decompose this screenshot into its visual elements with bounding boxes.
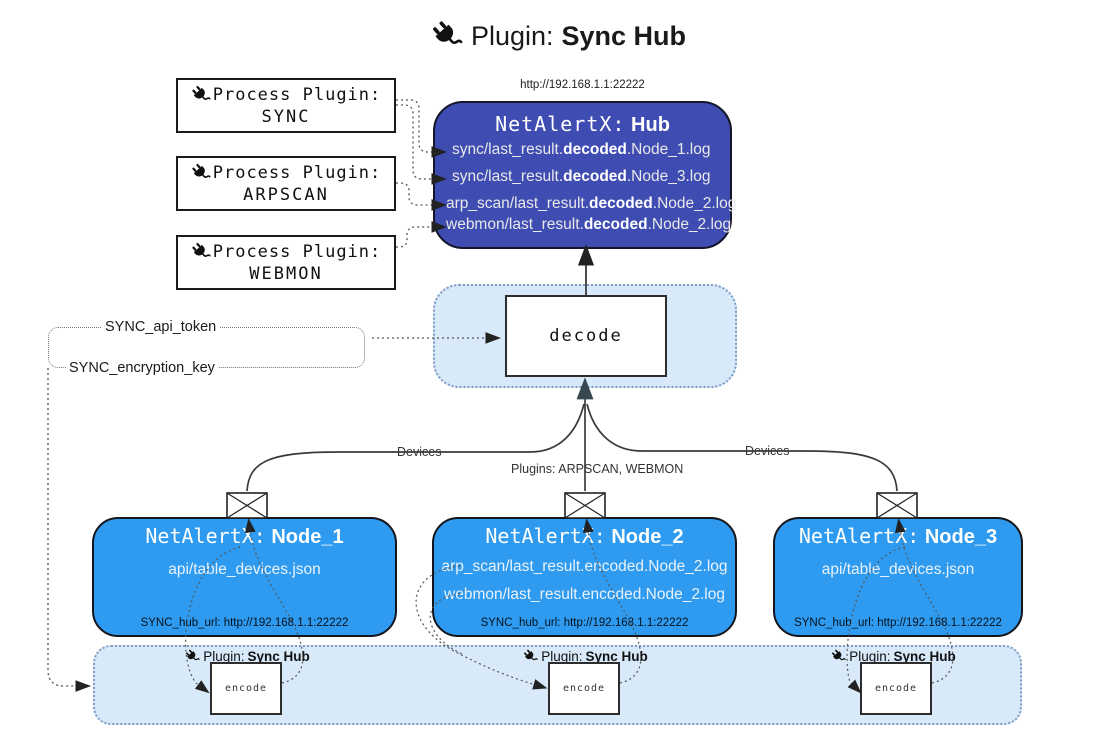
encode-box: encode [210, 662, 282, 715]
node3-title: NetAlertX: Node_3 [798, 524, 998, 548]
node3-file: api/table_devices.json [821, 561, 975, 578]
process-plugin-name: SYNC [261, 107, 311, 127]
hub-title: NetAlertX: Hub [433, 112, 732, 138]
edge-webmon-to-log4 [396, 221, 447, 248]
hub-log-line: sync/last_result.decoded.Node_3.log [452, 168, 711, 185]
node1-file: api/table_devices.json [168, 561, 321, 578]
encode-box: encode [548, 662, 620, 715]
edge-label-devices-left: Devices [394, 445, 445, 459]
hub-url-label: http://192.168.1.1:22222 [520, 79, 645, 91]
node1-hub-url: SYNC_hub_url: http://192.168.1.1:22222 [140, 617, 349, 629]
node3-hub-url: SYNC_hub_url: http://192.168.1.1:22222 [794, 617, 1002, 629]
hub-box [433, 101, 732, 249]
plug-icon [431, 20, 463, 52]
process-plugin-label: Process Plugin: [212, 163, 382, 183]
edge-label-plugins: Plugins: ARPSCAN, WEBMON [508, 462, 687, 476]
title-prefix: Plugin: [470, 20, 554, 51]
process-plugin-label: Process Plugin: [212, 242, 382, 262]
sync-encryption-key-label: SYNC_encryption_key [66, 360, 218, 376]
decode-box: decode [505, 295, 667, 377]
envelope-icon [226, 492, 268, 519]
node1-box [92, 517, 397, 637]
hub-log-line: webmon/last_result.decoded.Node_2.log [446, 216, 732, 233]
node2-title: NetAlertX: Node_2 [485, 524, 684, 548]
node1-title: NetAlertX: Node_1 [145, 524, 344, 548]
plug-icon [191, 163, 211, 183]
edge-arpscan-to-log3 [396, 182, 447, 211]
plug-icon [191, 85, 211, 105]
process-plugin-sync: Process Plugin: SYNC [176, 78, 396, 133]
edge-label-devices-right: Devices [742, 444, 793, 458]
process-plugin-webmon: Process Plugin: WEBMON [176, 235, 396, 290]
plug-icon [831, 649, 846, 664]
hub-log-line: arp_scan/last_result.decoded.Node_2.log [446, 195, 737, 212]
envelope-icon [876, 492, 918, 519]
page-title: Plugin: Sync Hub [0, 16, 1117, 56]
plug-icon [185, 649, 200, 664]
process-plugin-name: ARPSCAN [243, 185, 329, 205]
edge-sync-to-log2 [396, 104, 447, 185]
plug-icon [523, 649, 538, 664]
hub-log-line: sync/last_result.decoded.Node_1.log [452, 141, 711, 158]
envelope-icon [564, 492, 606, 519]
title-name: Sync Hub [561, 20, 687, 51]
node2-hub-url: SYNC_hub_url: http://192.168.1.1:22222 [480, 617, 689, 629]
process-plugin-name: WEBMON [249, 264, 323, 284]
encode-box: encode [860, 662, 932, 715]
sync-api-token-label: SYNC_api_token [102, 319, 220, 335]
process-plugin-label: Process Plugin: [212, 85, 382, 105]
node2-file: arp_scan/last_result.encoded.Node_2.log [441, 558, 728, 575]
process-plugin-arpscan: Process Plugin: ARPSCAN [176, 156, 396, 211]
edge-sync-to-log1 [396, 99, 447, 158]
node2-file: webmon/last_result.encoded.Node_2.log [444, 586, 725, 603]
hub-title-prefix: NetAlertX: [495, 112, 626, 136]
hub-title-name: Hub [631, 114, 670, 136]
edge-secrets-to-strip [47, 368, 91, 692]
plug-icon [191, 242, 211, 262]
